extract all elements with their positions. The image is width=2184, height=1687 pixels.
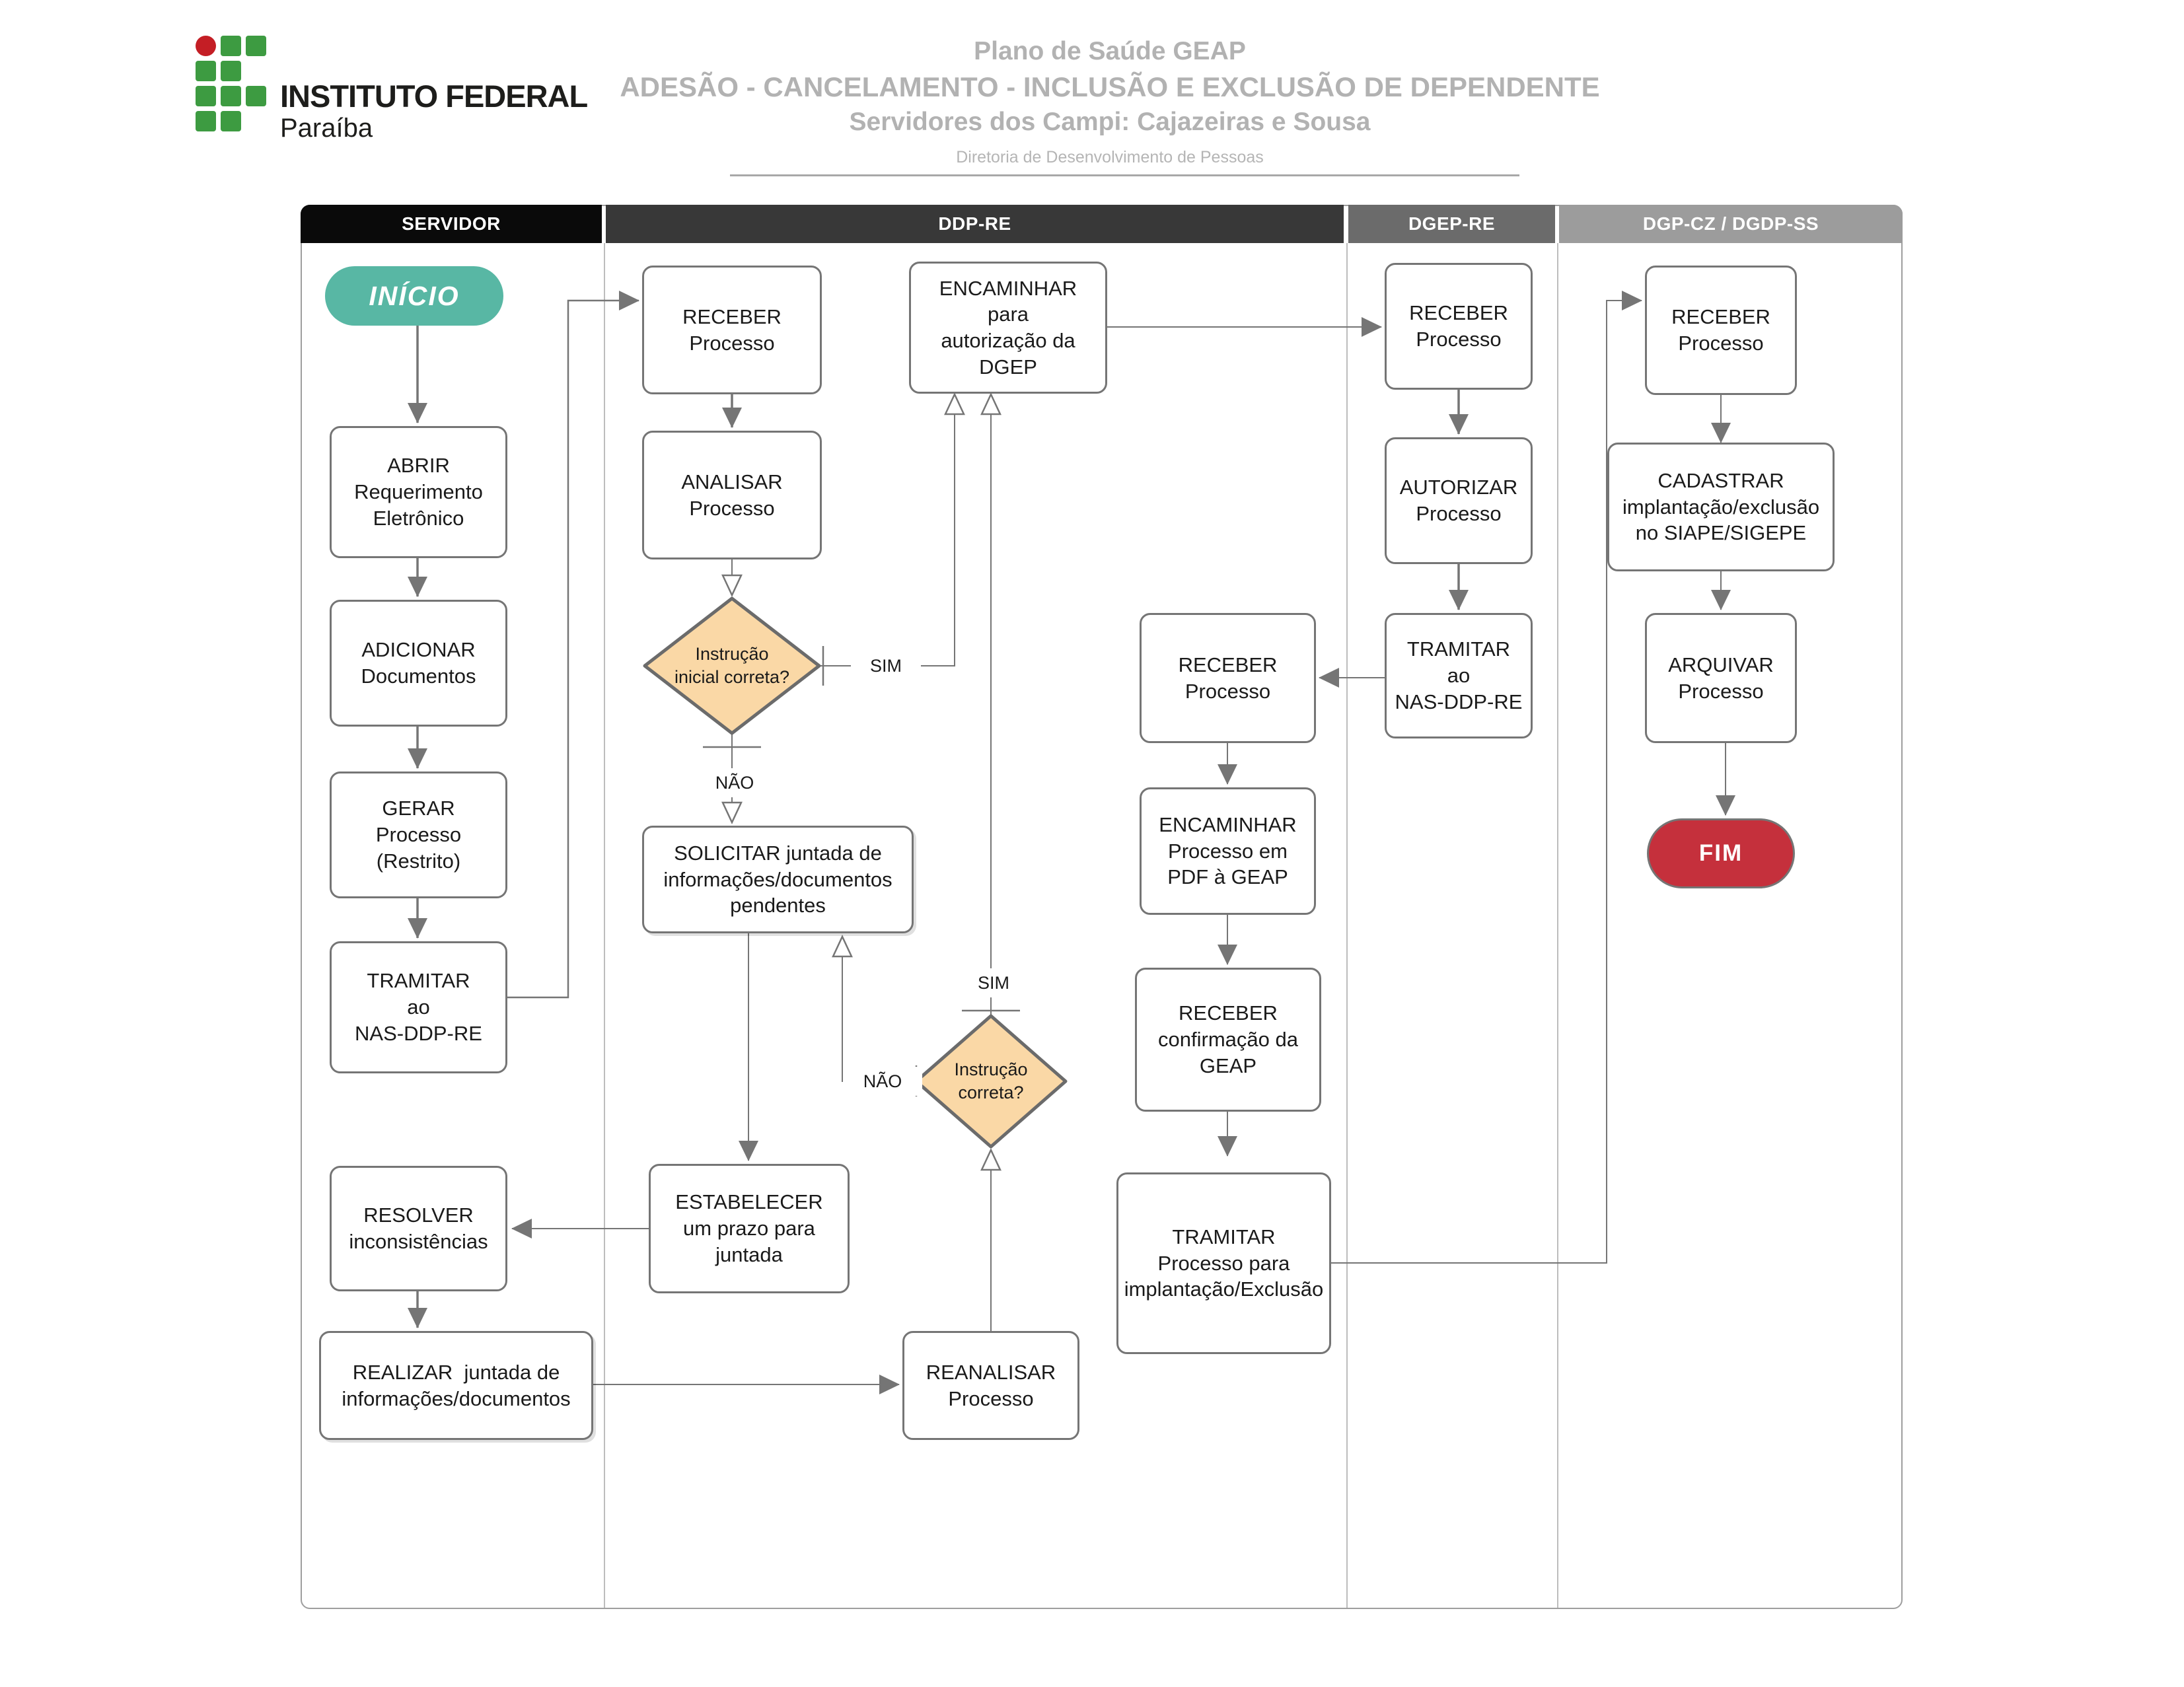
page-title-line3: Servidores dos Campi: Cajazeiras e Sousa: [849, 108, 1371, 136]
logo-square-icon: [196, 86, 216, 106]
lane-header-dgp-cz-dgdp-ss: DGP-CZ / DGDP-SS: [1559, 205, 1903, 243]
logo-square-icon: [196, 61, 216, 81]
logo-square-icon: [221, 36, 241, 56]
terminator-fim: FIM: [1647, 818, 1795, 888]
lane-header-label: DDP-RE: [938, 213, 1011, 234]
edge-label-nao-2: NÃO: [843, 1067, 922, 1096]
lane-header-servidor: SERVIDOR: [301, 205, 602, 243]
page-subtitle: Diretoria de Desenvolvimento de Pessoas: [956, 148, 1264, 166]
title-divider: [730, 174, 1519, 176]
lane-header-ddp-re: DDP-RE: [606, 205, 1344, 243]
logo-square-icon: [221, 61, 241, 81]
lane-divider: [1557, 243, 1558, 1608]
logo-square-icon: [246, 36, 266, 56]
terminator-inicio: INÍCIO: [325, 266, 503, 326]
logo-square-icon: [196, 111, 216, 131]
brand-region: Paraíba: [280, 114, 373, 143]
edge-label-sim-2: SIM: [959, 968, 1029, 997]
brand-name: INSTITUTO FEDERAL: [280, 79, 588, 114]
logo-red-dot-icon: [196, 36, 216, 56]
edge-label-sim-1: SIM: [851, 651, 921, 680]
logo-square-icon: [221, 111, 241, 131]
lane-divider: [604, 243, 605, 1608]
edge-label-nao-1: NÃO: [695, 768, 774, 797]
page-title-line1: Plano de Saúde GEAP: [974, 37, 1246, 65]
logo-square-icon: [221, 86, 241, 106]
lane-header-label: DGEP-RE: [1408, 213, 1496, 234]
lane-divider: [1346, 243, 1348, 1608]
page-title-line2: ADESÃO - CANCELAMENTO - INCLUSÃO E EXCLU…: [620, 71, 1600, 102]
lane-header-label: DGP-CZ / DGDP-SS: [1642, 213, 1819, 234]
lane-header-label: SERVIDOR: [402, 213, 501, 234]
lane-header-dgep-re: DGEP-RE: [1348, 205, 1555, 243]
logo-square-icon: [246, 86, 266, 106]
